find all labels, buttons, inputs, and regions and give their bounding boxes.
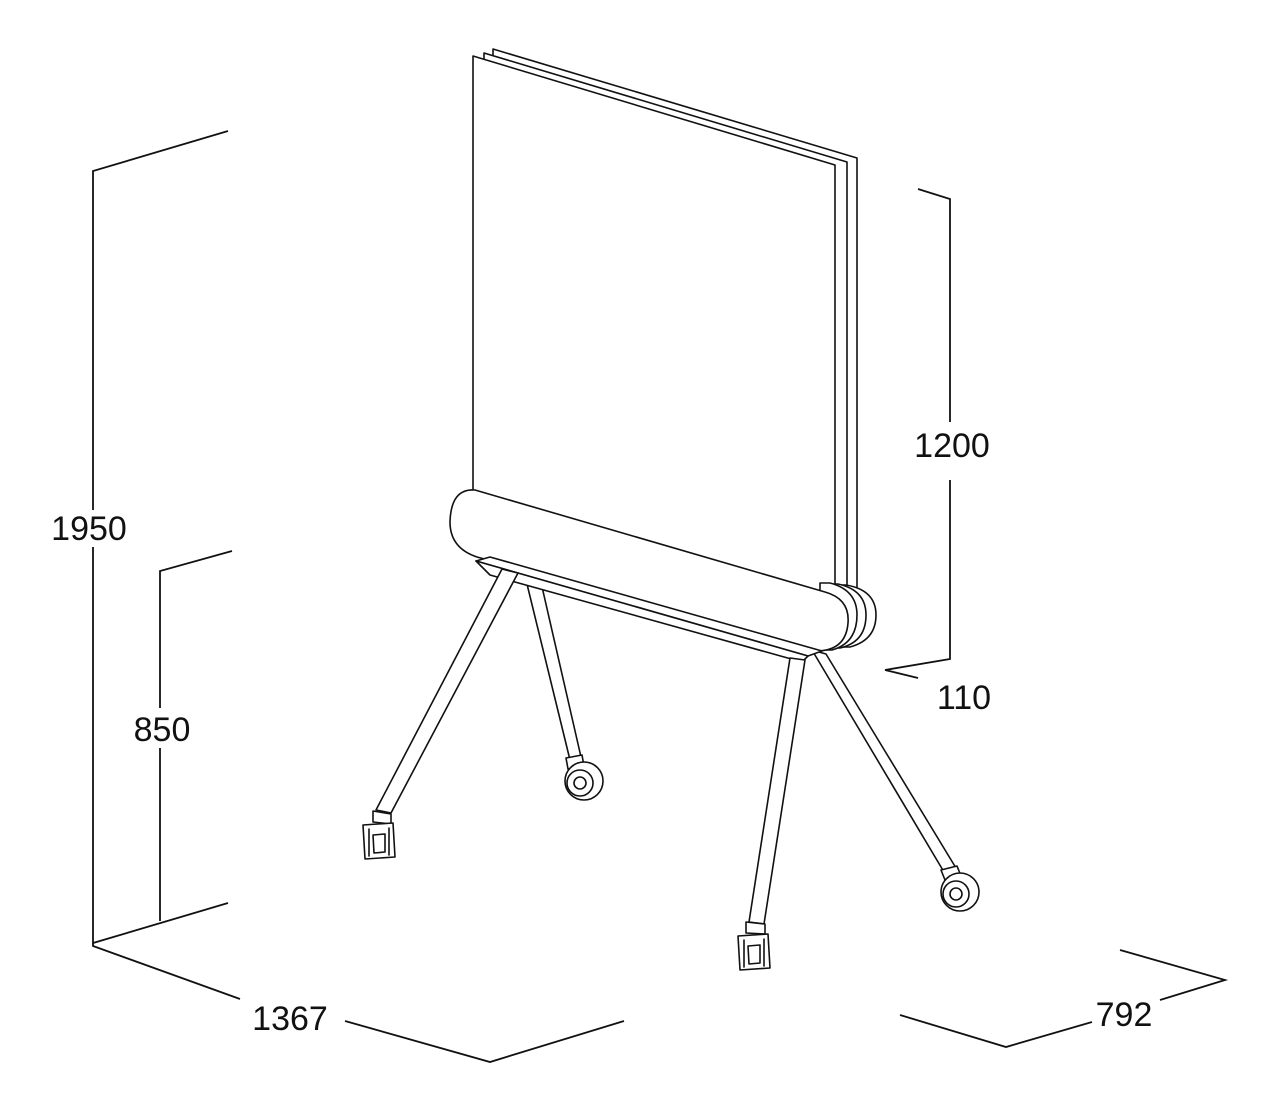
dimension-lines	[92, 130, 1229, 1063]
dim-board-height-label: 1200	[914, 427, 990, 465]
dim-width-line	[92, 943, 625, 1063]
dim-depth-label: 792	[1096, 996, 1153, 1034]
caster-left-front	[362, 810, 396, 860]
leg-right-front	[748, 657, 806, 925]
dim-base-height-line	[884, 669, 919, 679]
dim-table-height-label: 850	[134, 711, 191, 749]
caster-right-front	[737, 921, 771, 971]
dim-board-height-line	[884, 188, 951, 671]
dim-table-height-line	[159, 550, 233, 921]
dimension-labels: 1950 850 1200 110 1367 792	[51, 427, 1152, 1038]
caster-left-back	[564, 754, 604, 801]
leg-right-back	[811, 649, 957, 873]
dim-width-label: 1367	[252, 1000, 328, 1038]
casters	[362, 754, 980, 971]
dim-base-height-label: 110	[937, 679, 991, 717]
board-panels	[472, 48, 858, 601]
dim-total-height-label: 1950	[51, 510, 127, 548]
leg-left-back	[525, 577, 582, 761]
front-legs	[375, 568, 806, 925]
caster-right-back	[940, 865, 980, 912]
dim-depth-line	[899, 949, 1229, 1048]
leg-left-front	[375, 568, 519, 814]
